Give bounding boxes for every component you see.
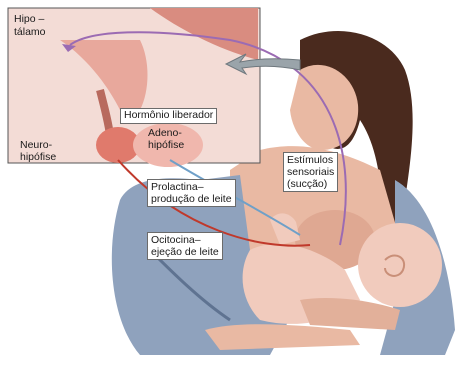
label-prolactin-line2: produção de leite <box>151 193 232 205</box>
label-prolactin: Prolactina– produção de leite <box>147 179 236 207</box>
label-adenohypophysis-line1: Adeno- <box>148 128 182 140</box>
label-oxytocin-line2: ejeção de leite <box>151 246 219 258</box>
label-sensory-stimuli-line3: (sucção) <box>287 178 334 190</box>
label-sensory-stimuli: Estímulos sensoriais (sucção) <box>283 152 338 192</box>
label-oxytocin-line1: Ocitocina– <box>151 234 219 246</box>
label-adenohypophysis-line2: hipófise <box>148 140 184 152</box>
label-sensory-stimuli-line1: Estímulos <box>287 154 334 166</box>
baby-head <box>358 223 442 307</box>
label-hypothalamus-line1: Hipo – <box>14 14 44 26</box>
label-releasing-hormone: Hormônio liberador <box>120 108 217 124</box>
label-neurohypophysis-line2: hipófise <box>20 152 56 164</box>
label-hypothalamus-line2: tálamo <box>14 27 46 39</box>
mother-lower-hand <box>205 324 360 350</box>
label-oxytocin: Ocitocina– ejeção de leite <box>147 232 223 260</box>
label-neurohypophysis-line1: Neuro- <box>20 140 52 152</box>
label-sensory-stimuli-line2: sensoriais <box>287 166 334 178</box>
label-prolactin-line1: Prolactina– <box>151 181 232 193</box>
